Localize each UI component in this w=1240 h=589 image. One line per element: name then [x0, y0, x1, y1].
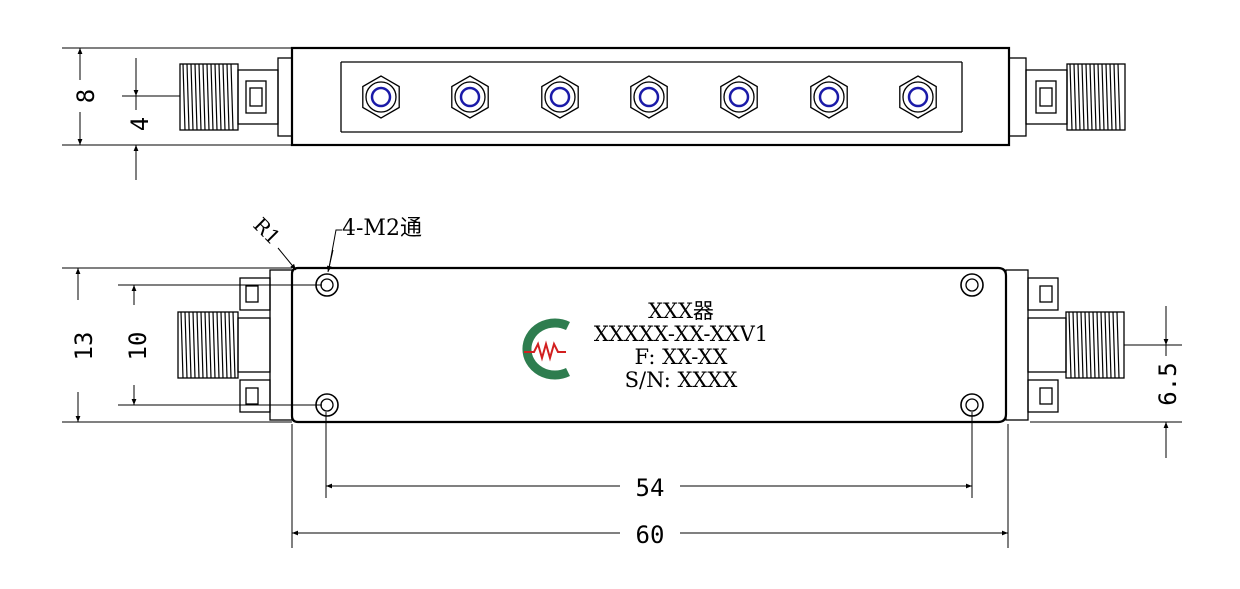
tuning-screw [899, 75, 937, 119]
mounting-hole [960, 273, 984, 297]
tuning-screw [810, 75, 848, 119]
front-left-connector [177, 269, 293, 421]
label-line-4: S/N: XXXX [625, 368, 738, 392]
company-logo [522, 318, 570, 380]
top-left-connector [179, 57, 293, 137]
tuning-screw [541, 75, 579, 119]
dim-length: 60 [636, 521, 665, 549]
top-view [179, 46, 1126, 147]
radius-callout: R1 [249, 213, 286, 250]
dim-hole-span: 10 [124, 332, 152, 361]
label-line-3: F: XX-XX [635, 345, 728, 369]
dim-top-connector: 4 [126, 117, 154, 131]
front-view [177, 266, 1125, 424]
tuning-screw [451, 75, 489, 119]
dim-front-height: 13 [70, 332, 98, 361]
front-view-dimensions [62, 229, 1182, 548]
dim-hole-pitch: 54 [636, 474, 665, 502]
product-label: XXX器 XXXXX-XX-XXV1 F: XX-XX S/N: XXXX [594, 299, 768, 392]
front-right-connector [1005, 269, 1125, 421]
label-line-1: XXX器 [648, 299, 714, 323]
tuning-screw [630, 75, 668, 119]
dim-top-height: 8 [72, 89, 100, 103]
label-line-2: XXXXX-XX-XXV1 [594, 322, 768, 346]
top-view-dimensions [62, 47, 292, 180]
dim-connector-offset: 6.5 [1154, 362, 1182, 405]
hole-callout: 4-M2通 [342, 216, 422, 241]
tuning-screw [362, 75, 400, 119]
tuning-screws [362, 75, 937, 119]
tuning-screw [720, 75, 758, 119]
top-right-connector [1008, 57, 1126, 137]
